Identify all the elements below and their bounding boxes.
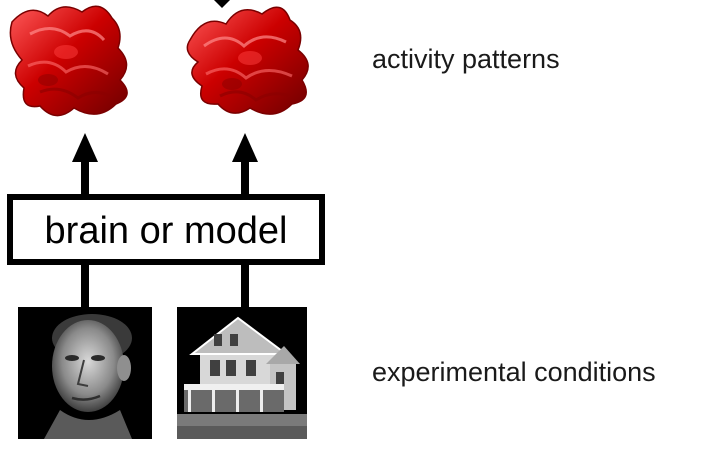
brain-or-model-label: brain or model: [45, 210, 288, 252]
arrow-up-left: [72, 133, 98, 194]
house-photo: [177, 307, 307, 439]
experimental-conditions-label: experimental conditions: [372, 357, 656, 387]
activity-pattern-right: [186, 0, 309, 115]
connector-left: [81, 265, 89, 307]
brain-or-model-box: brain or model: [7, 194, 325, 265]
arrow-up-right: [232, 133, 258, 194]
activity-pattern-left: [9, 5, 128, 117]
face-photo: [18, 307, 152, 439]
connector-right: [241, 265, 249, 307]
activity-patterns-label: activity patterns: [372, 44, 560, 74]
